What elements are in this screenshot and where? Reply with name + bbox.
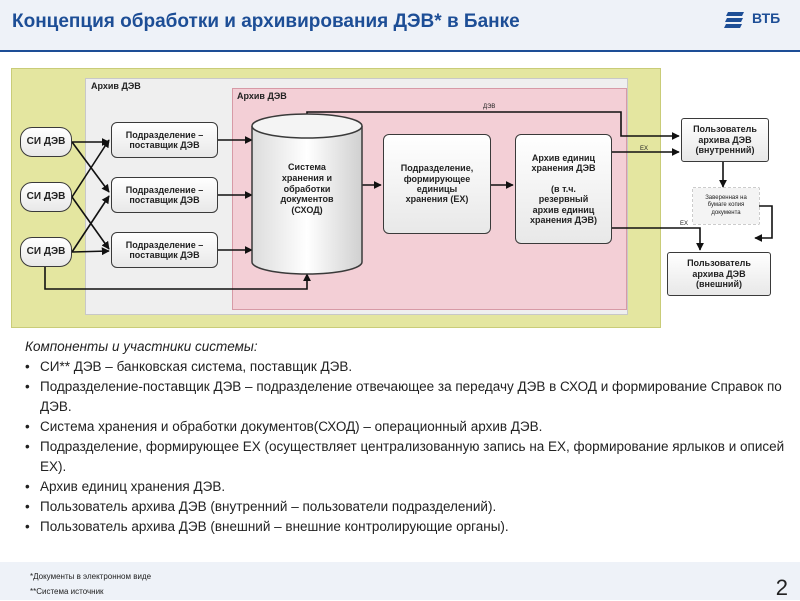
list-item: Подразделение-поставщик ДЭВ – подразделе… [25, 377, 785, 417]
list-item: Пользователь архива ДЭВ (внешний – внешн… [25, 517, 785, 537]
footnote-1: *Документы в электронном виде [30, 572, 152, 581]
ex-dept-box: Подразделение, формирующее единицы хране… [383, 134, 491, 234]
list-item: Подразделение, формирующее ЕХ (осуществл… [25, 437, 785, 477]
si-box-2: СИ ДЭВ [20, 182, 72, 212]
ex-archive-box: Архив единиц хранения ДЭВ (в т.ч. резерв… [515, 134, 612, 244]
page-number: 2 [775, 575, 788, 600]
ex-line-label-external: ЕХ [680, 221, 689, 227]
supplier-dept-box-2: Подразделение – поставщик ДЭВ [111, 177, 218, 213]
internal-user-box: Пользователь архива ДЭВ (внутренний) [681, 118, 769, 162]
si-box-3: СИ ДЭВ [20, 237, 72, 267]
footer-bar [0, 562, 800, 600]
components-list: СИ** ДЭВ – банковская система, поставщик… [25, 357, 785, 537]
ex-line-label-internal: ЕХ [640, 146, 649, 152]
header-bar [0, 0, 800, 52]
external-user-box: Пользователь архива ДЭВ (внешний) [667, 252, 771, 296]
supplier-dept-box-3: Подразделение – поставщик ДЭВ [111, 232, 218, 268]
components-section: Компоненты и участники системы: СИ** ДЭВ… [25, 337, 785, 537]
page-title: Концепция обработки и архивирования ДЭВ*… [12, 11, 520, 32]
list-item: Архив единиц хранения ДЭВ. [25, 477, 785, 497]
footnote-2: **Система источник [30, 587, 104, 596]
list-item: СИ** ДЭВ – банковская система, поставщик… [25, 357, 785, 377]
archive-zone-outer-label: Архив ДЭВ [91, 81, 141, 91]
archive-zone-inner-label: Архив ДЭВ [237, 91, 287, 101]
components-title: Компоненты и участники системы: [25, 339, 258, 354]
list-item: Система хранения и обработки документов(… [25, 417, 785, 437]
paper-copy-label: Заверенная на бумаге копия документа [693, 188, 759, 224]
vtb-logo-icon [724, 12, 744, 28]
storage-cylinder [251, 113, 363, 275]
logo-text: ВТБ [752, 10, 781, 26]
storage-system-label: Система хранения и обработки документов … [280, 162, 334, 216]
supplier-dept-box-1: Подразделение – поставщик ДЭВ [111, 122, 218, 158]
si-box-1: СИ ДЭВ [20, 127, 72, 157]
dev-line-label: ДЭВ [483, 104, 496, 110]
list-item: Пользователь архива ДЭВ (внутренний – по… [25, 497, 785, 517]
